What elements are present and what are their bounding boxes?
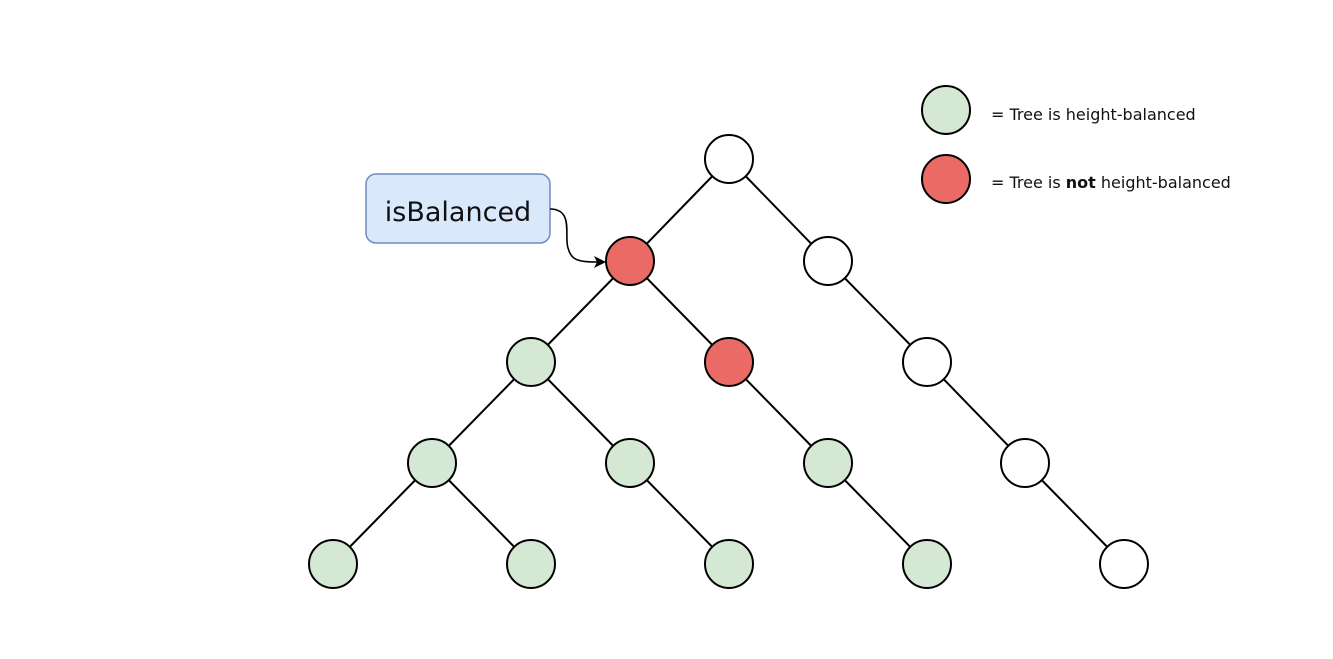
is-balanced-callout: isBalanced [365,173,606,268]
tree-node-lr [704,337,754,387]
callout-arrow [549,208,606,268]
legend-not-balanced-prefix: = Tree is [991,173,1066,192]
tree-node-lrrr [902,539,952,589]
tree-node-r [803,236,853,286]
tree-node-l [605,236,655,286]
tree-node-rrrr [1099,539,1149,589]
legend-not-balanced-text: = Tree is not height-balanced [991,173,1231,192]
tree-node-lrr [803,438,853,488]
legend-not-balanced-swatch [921,154,971,204]
tree-node-root [704,134,754,184]
tree-node-llr [605,438,655,488]
legend: = Tree is height-balanced = Tree is not … [921,85,1231,204]
legend-balanced-swatch [921,85,971,135]
tree-node-rrr [1000,438,1050,488]
legend-balanced-text: = Tree is height-balanced [991,105,1196,124]
legend-not-balanced-emphasis: not [1066,173,1096,192]
tree-node-ll [506,337,556,387]
tree-node-llll [308,539,358,589]
callout-label: isBalanced [385,197,531,228]
tree-node-llrr [704,539,754,589]
tree-node-lllr [506,539,556,589]
tree-node-rr [902,337,952,387]
tree-nodes [308,134,1149,589]
legend-not-balanced-suffix: height-balanced [1096,173,1231,192]
tree-node-lll [407,438,457,488]
